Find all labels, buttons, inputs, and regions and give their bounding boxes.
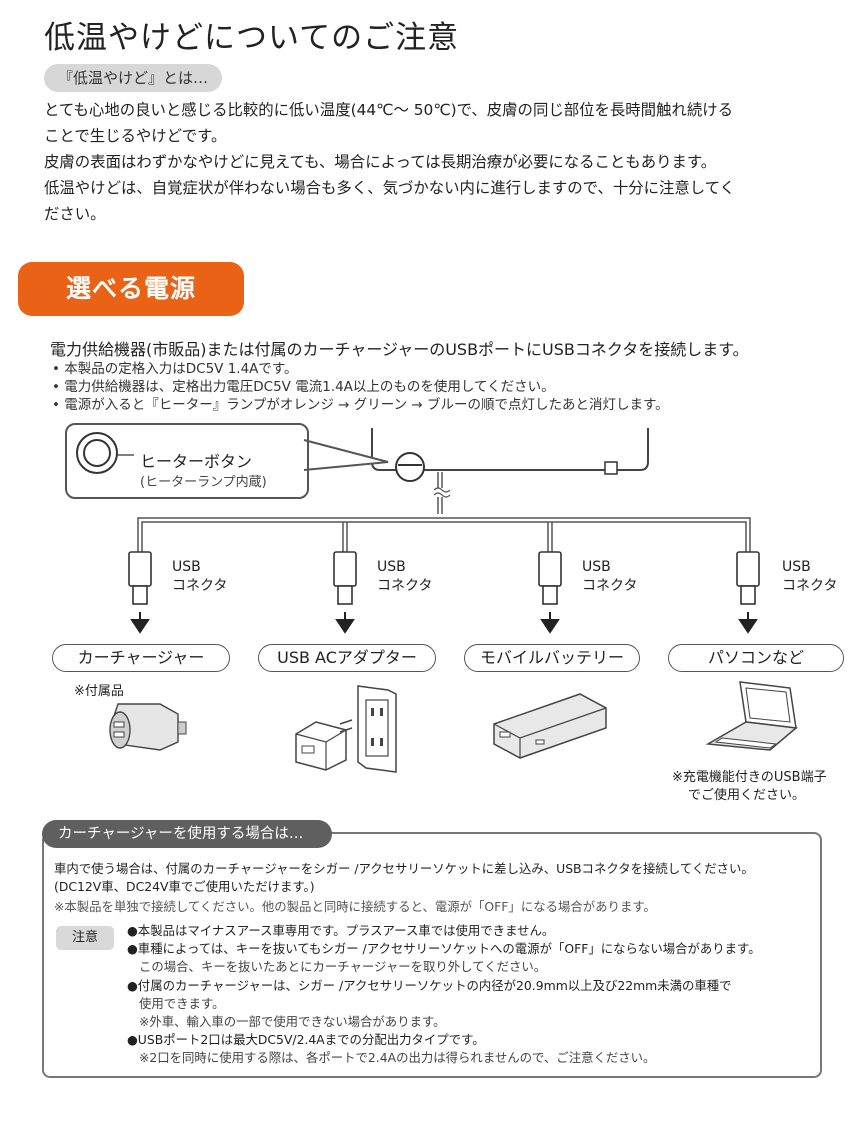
device-pill-mobile-battery: モバイルバッテリー [464, 644, 640, 672]
pc-note-line1: ※充電機能付きのUSB端子 [672, 770, 827, 785]
bullet-item: • 本製品の定格入力はDC5V 1.4Aです。 [52, 361, 298, 377]
bullet-item: • 電力供給機器は、定格出力電圧DC5V 電流1.4A以上のものを使用してくださ… [52, 379, 555, 395]
caution-item: 使用できます。 [139, 996, 225, 1011]
device-pill-car-charger: カーチャージャー [52, 644, 230, 672]
caution-item: ●車種によっては、キーを抜いてもシガー /アクセサリーソケットへの電源が「OFF… [127, 941, 761, 956]
intro-paragraph: とても心地の良いと感じる比較的に低い温度(44℃～ 50℃)で、皮膚の同じ部位を… [44, 97, 844, 227]
heater-button-icon [76, 432, 134, 474]
intro-line: 皮膚の表面はわずかなやけどに見えても、場合によっては長期治療が必要になることもあ… [44, 153, 717, 171]
pc-note-line2: でご使用ください。 [688, 788, 806, 803]
heater-button-label: ヒーターボタン [140, 452, 253, 471]
section-title-power: 選べる電源 [18, 262, 244, 316]
usb-connector-icon [333, 551, 357, 634]
car-charger-info-box [42, 832, 822, 1078]
caution-item: ●USBポート2口は最大DC5V/2.4Aまでの分配出力タイプです。 [127, 1032, 485, 1047]
device-pill-pc: パソコンなど [668, 644, 844, 672]
caution-item: ※2口を同時に使用する際は、各ポートで2.4Aの出力は得られませんので、ご注意く… [139, 1050, 656, 1065]
power-lead-text: 電力供給機器(市販品)または付属のカーチャージャーのUSBポートにUSBコネクタ… [50, 340, 749, 359]
caution-item: この場合、キーを抜いたあとにカーチャージャーを取り外してください。 [139, 959, 547, 974]
mobile-battery-icon [493, 693, 607, 759]
car-charger-tab: カーチャージャーを使用する場合は… [42, 820, 332, 848]
page-title: 低温やけどについてのご注意 [44, 20, 460, 56]
car-charger-line: 車内で使う場合は、付属のカーチャージャーをシガー /アクセサリーソケットに差し込… [54, 861, 754, 876]
subtitle-pill: 『低温やけど』とは… [44, 64, 223, 92]
intro-line: ださい。 [44, 205, 106, 223]
caution-item: ●付属のカーチャージャーは、シガー /アクセサリーソケットの内径が20.9mm以… [127, 978, 732, 993]
caution-badge: 注意 [56, 926, 114, 950]
laptop-icon [705, 681, 798, 751]
wall-outlet-icon [357, 685, 397, 773]
bullet-item: • 電源が入ると『ヒーター』ランプがオレンジ → グリーン → ブルーの順で点灯… [52, 397, 669, 413]
ac-adapter-icon [295, 719, 353, 771]
caution-item: ●本製品はマイナスアース車専用です。プラスアース車では使用できません。 [127, 923, 555, 938]
car-charger-line: ※本製品を単独で接続してください。他の製品と同時に接続すると、電源が「OFF」に… [54, 899, 656, 914]
accessory-note: ※付属品 [74, 684, 124, 699]
caution-item: ※外車、輸入車の一部で使用できない場合があります。 [139, 1014, 446, 1029]
usb-connector-icon [538, 551, 562, 634]
device-pill-usb-ac-adapter: USB ACアダプター [258, 644, 436, 672]
power-bullets: • 本製品の定格入力はDC5V 1.4Aです。 • 電力供給機器は、定格出力電圧… [52, 360, 669, 414]
heater-lamp-label: (ヒーターランプ内蔵) [140, 475, 267, 490]
car-charger-icon [109, 703, 187, 751]
intro-line: ことで生じるやけどです。 [44, 127, 227, 145]
car-charger-line: (DC12V車、DC24V車でご使用いただけます。) [54, 879, 315, 894]
intro-line: とても心地の良いと感じる比較的に低い温度(44℃～ 50℃)で、皮膚の同じ部位を… [44, 101, 734, 119]
intro-line: 低温やけどは、自覚症状が伴わない場合も多く、気づかない内に進行しますので、十分に… [44, 179, 736, 197]
usb-connector-icon [128, 551, 152, 634]
heater-callout-box [65, 423, 309, 499]
usb-connector-icon [736, 551, 760, 634]
